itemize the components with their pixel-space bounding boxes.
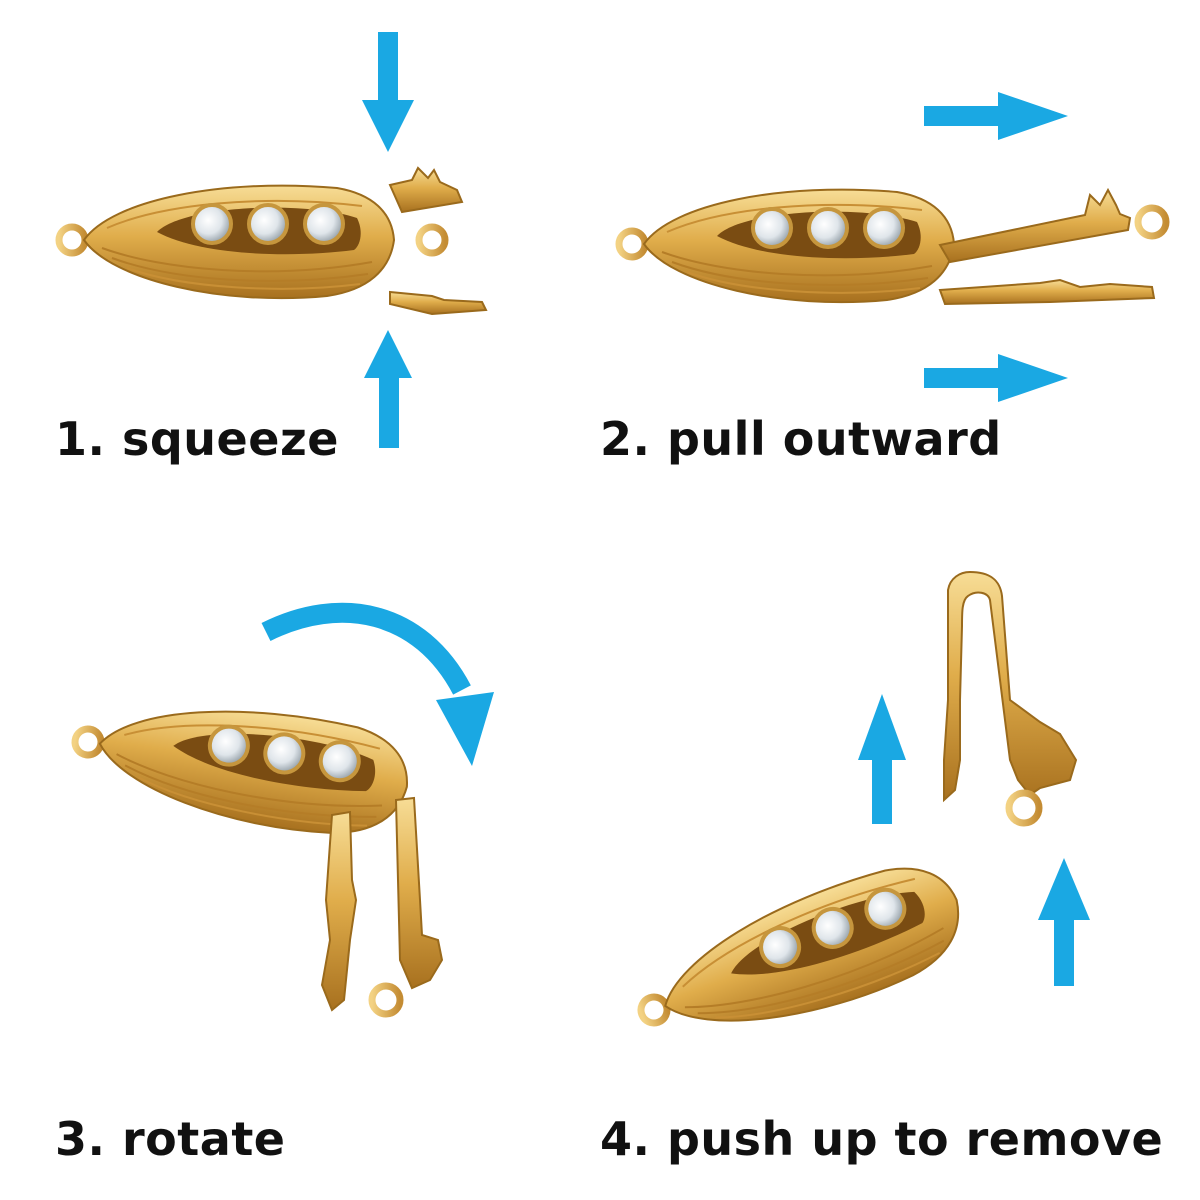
step-3-label: 3. rotate — [55, 1112, 286, 1166]
curved-arrow-icon — [261, 602, 494, 766]
step-2-tongue — [938, 187, 1170, 306]
step-2-clasp — [619, 190, 954, 303]
step-1-label: 1. squeeze — [55, 412, 339, 466]
step-4-clasp — [623, 849, 976, 1069]
arrow-icon — [1038, 858, 1090, 986]
arrow-icon — [924, 92, 1068, 140]
arrow-icon — [858, 694, 906, 824]
step-3-clasp — [67, 686, 414, 844]
step-4-label: 4. push up to remove — [600, 1112, 1164, 1166]
step-3-tongue — [320, 796, 444, 1018]
arrow-icon — [924, 354, 1068, 402]
arrow-icon — [362, 32, 414, 152]
arrow-icon — [364, 330, 412, 448]
step-4-tongue — [943, 570, 1078, 827]
step-2-label: 2. pull outward — [600, 412, 1002, 466]
step-1-clasp — [59, 166, 488, 316]
